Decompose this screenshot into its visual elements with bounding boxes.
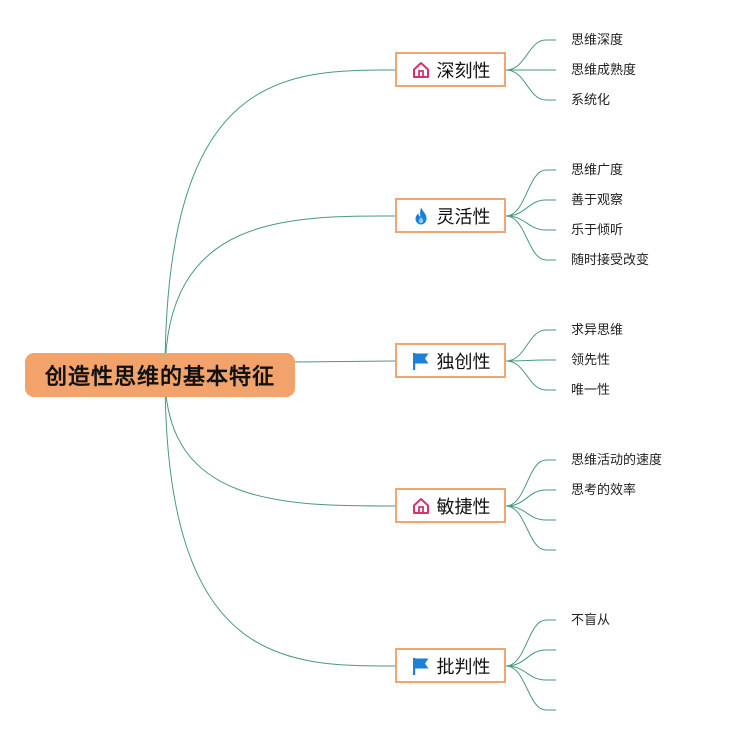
leaf-topic[interactable]: 不盲从 xyxy=(571,613,611,628)
root-branch-link xyxy=(164,215,396,376)
branch-leaf-link xyxy=(505,505,556,551)
root-branch-link xyxy=(164,374,396,667)
leaf-topic[interactable]: 系统化 xyxy=(571,93,611,108)
branch-leaf-link xyxy=(505,360,556,391)
branch-topic-shenke[interactable]: 深刻性 xyxy=(395,52,506,87)
branch-leaf-link xyxy=(505,489,556,507)
root-branch-link xyxy=(164,69,396,376)
flag-icon xyxy=(411,351,431,371)
root-topic-label: 创造性思维的基本特征 xyxy=(44,365,275,390)
leaf-topic[interactable]: 唯一性 xyxy=(571,383,611,398)
house-icon xyxy=(411,496,431,516)
leaf-topic[interactable]: 随时接受改变 xyxy=(571,253,650,268)
leaf-topic[interactable]: 思维深度 xyxy=(571,33,624,48)
branch-leaf-link xyxy=(505,665,556,711)
fire-icon xyxy=(411,206,431,226)
branch-leaf-link xyxy=(505,169,556,217)
leaf-topic[interactable]: 思维广度 xyxy=(571,163,624,178)
branch-label: 独创性 xyxy=(436,351,491,373)
root-branch-link xyxy=(294,360,396,363)
branch-leaf-link xyxy=(505,199,556,217)
branch-leaf-link xyxy=(505,619,556,667)
branch-leaf-link xyxy=(505,665,556,681)
branch-label: 深刻性 xyxy=(436,60,491,82)
flag-icon xyxy=(411,656,431,676)
leaf-topic[interactable]: 思考的效率 xyxy=(571,483,637,498)
branch-leaf-link xyxy=(505,215,556,231)
leaf-topic[interactable]: 思维成熟度 xyxy=(571,63,637,78)
branch-leaf-link xyxy=(505,215,556,261)
root-topic[interactable]: 创造性思维的基本特征 xyxy=(25,353,295,397)
branch-label: 敏捷性 xyxy=(436,496,491,518)
root-branch-link xyxy=(164,374,396,507)
branch-label: 批判性 xyxy=(436,656,491,678)
leaf-topic[interactable]: 求异思维 xyxy=(571,323,624,338)
branch-leaf-link xyxy=(505,649,556,667)
branch-leaf-link xyxy=(505,459,556,507)
branch-topic-linghuo[interactable]: 灵活性 xyxy=(395,198,506,233)
branch-topic-minjie[interactable]: 敏捷性 xyxy=(395,488,506,523)
leaf-topic[interactable]: 领先性 xyxy=(571,353,611,368)
branch-topic-pipan[interactable]: 批判性 xyxy=(395,648,506,683)
branch-topic-duchuang[interactable]: 独创性 xyxy=(395,343,506,378)
leaf-topic[interactable]: 善于观察 xyxy=(571,193,624,208)
branch-leaf-link xyxy=(505,505,556,521)
branch-leaf-link xyxy=(505,39,556,71)
leaf-topic[interactable]: 思维活动的速度 xyxy=(571,453,663,468)
house-icon xyxy=(411,60,431,80)
branch-leaf-link xyxy=(505,329,556,362)
branch-leaf-link xyxy=(505,359,556,362)
branch-leaf-link xyxy=(505,69,556,101)
branch-label: 灵活性 xyxy=(436,206,491,228)
leaf-topic[interactable]: 乐于倾听 xyxy=(571,223,624,238)
